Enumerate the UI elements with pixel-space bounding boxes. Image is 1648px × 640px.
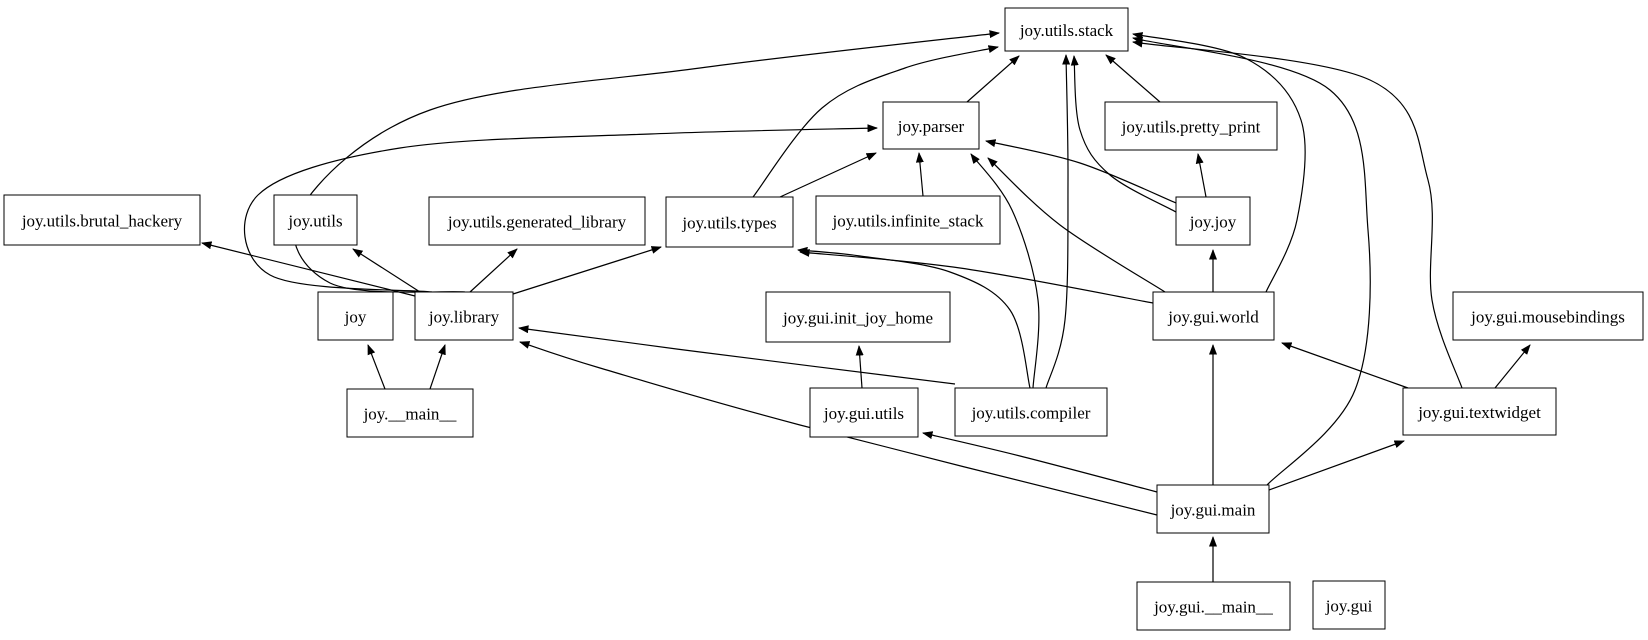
node-box-init_joy_home [765,291,951,343]
node-box-infinite_stack [815,195,1001,245]
node-label-pretty_print: joy.utils.pretty_print [1121,118,1261,137]
edge-textwidget-mousebindings [1494,344,1531,389]
node-box-compiler [954,387,1108,437]
node-box-brutal_hackery [3,194,201,246]
edge-compiler-library [518,325,956,385]
node-generated_library: joy.utils.generated_library [428,196,646,246]
edge-compiler-stack [1045,54,1071,389]
edge-world-parser [987,157,1166,293]
node-label-generated_library: joy.utils.generated_library [447,213,627,232]
node-box-pretty_print [1104,101,1278,151]
node-label-compiler: joy.utils.compiler [971,404,1091,423]
node-library: joy.library [414,291,514,341]
node-label-brutal_hackery: joy.utils.brutal_hackery [21,212,183,231]
node-box-generated_library [428,196,646,246]
node-box-utils [273,194,358,246]
edge-library-utils [352,248,421,293]
node-label-types: joy.utils.types [681,214,776,233]
node-gui_utils: joy.gui.utils [809,387,919,438]
edge-library-types [512,246,662,295]
edge-parser-stack [966,55,1020,103]
edges-layer [201,30,1531,582]
node-brutal_hackery: joy.utils.brutal_hackery [3,194,201,246]
node-joy_joy: joy.joy [1175,196,1251,246]
node-joy: joy [317,291,394,341]
node-box-gui_main_ [1136,581,1291,631]
edge-library-parser [243,124,878,293]
node-box-textwidget [1402,387,1557,436]
node-label-gui: joy.gui [1325,597,1373,616]
edge-joy_joy-parser [985,139,1177,204]
node-box-world [1152,291,1275,341]
node-world: joy.gui.world [1152,291,1275,341]
edge-main_-joy [367,344,386,390]
node-gui_main: joy.gui.main [1156,484,1270,534]
edge-gui_main-textwidget [1268,440,1405,491]
edge-types-stack [752,45,999,198]
node-init_joy_home: joy.gui.init_joy_home [765,291,951,343]
node-textwidget: joy.gui.textwidget [1402,387,1557,436]
edge-gui_main-stack [1132,36,1371,486]
node-label-main_: joy.__main__ [363,405,457,424]
node-box-main_ [346,388,474,438]
node-label-gui_main: joy.gui.main [1170,501,1256,520]
node-stack: joy.utils.stack [1004,7,1129,52]
node-label-library: joy.library [428,308,500,327]
edge-infinite_stack-parser [915,152,924,197]
edge-gui_main-gui_utils [922,431,1158,493]
node-label-stack: joy.utils.stack [1019,21,1114,40]
node-compiler: joy.utils.compiler [954,387,1108,437]
node-gui_main_: joy.gui.__main__ [1136,581,1291,631]
node-mousebindings: joy.gui.mousebindings [1452,291,1644,341]
node-label-world: joy.gui.world [1167,308,1259,327]
node-label-gui_main_: joy.gui.__main__ [1153,598,1273,617]
edge-library-stack [293,30,1000,293]
node-utils: joy.utils [273,194,358,246]
node-box-gui [1312,580,1386,630]
node-box-parser [882,101,980,150]
node-box-types [665,196,794,248]
node-label-parser: joy.parser [897,117,965,136]
node-box-gui_main [1156,484,1270,534]
edge-world-stack [1132,32,1306,293]
nodes-layer: joy.utils.stack joy.parser joy.utils.prett… [3,7,1644,631]
edge-joy_joy-stack [1070,55,1177,213]
node-box-joy_joy [1175,196,1251,246]
edge-gui_utils-init_joy_home [855,345,864,389]
node-label-infinite_stack: joy.utils.infinite_stack [832,212,984,231]
edge-library-brutal_hackery [201,241,416,297]
node-label-utils: joy.utils [287,212,342,231]
node-box-library [414,291,514,341]
node-gui: joy.gui [1312,580,1386,630]
node-label-joy: joy [344,308,367,327]
node-label-joy_joy: joy.joy [1189,213,1237,232]
node-box-gui_utils [809,387,919,438]
node-parser: joy.parser [882,101,980,150]
node-pretty_print: joy.utils.pretty_print [1104,101,1278,151]
node-label-textwidget: joy.gui.textwidget [1417,403,1541,422]
node-infinite_stack: joy.utils.infinite_stack [815,195,1001,245]
edge-types-parser [779,152,877,198]
node-types: joy.utils.types [665,196,794,248]
edge-library-generated_library [469,248,518,293]
node-box-joy [317,291,394,341]
node-label-init_joy_home: joy.gui.init_joy_home [782,309,933,328]
edge-world-types [799,248,1154,304]
edge-textwidget-stack [1132,39,1463,389]
node-main_: joy.__main__ [346,388,474,438]
edge-pretty_print-stack [1105,54,1161,103]
edge-joy_joy-pretty_print [1195,153,1207,198]
edge-textwidget-world [1281,342,1409,389]
edge-compiler-types [797,246,1031,389]
edge-compiler-parser [970,153,1040,389]
node-label-gui_utils: joy.gui.utils [823,404,904,423]
edge-main_-library [429,344,446,390]
node-box-mousebindings [1452,291,1644,341]
node-box-stack [1004,7,1129,52]
edge-gui_main-library [519,341,1158,516]
node-label-mousebindings: joy.gui.mousebindings [1470,308,1625,327]
